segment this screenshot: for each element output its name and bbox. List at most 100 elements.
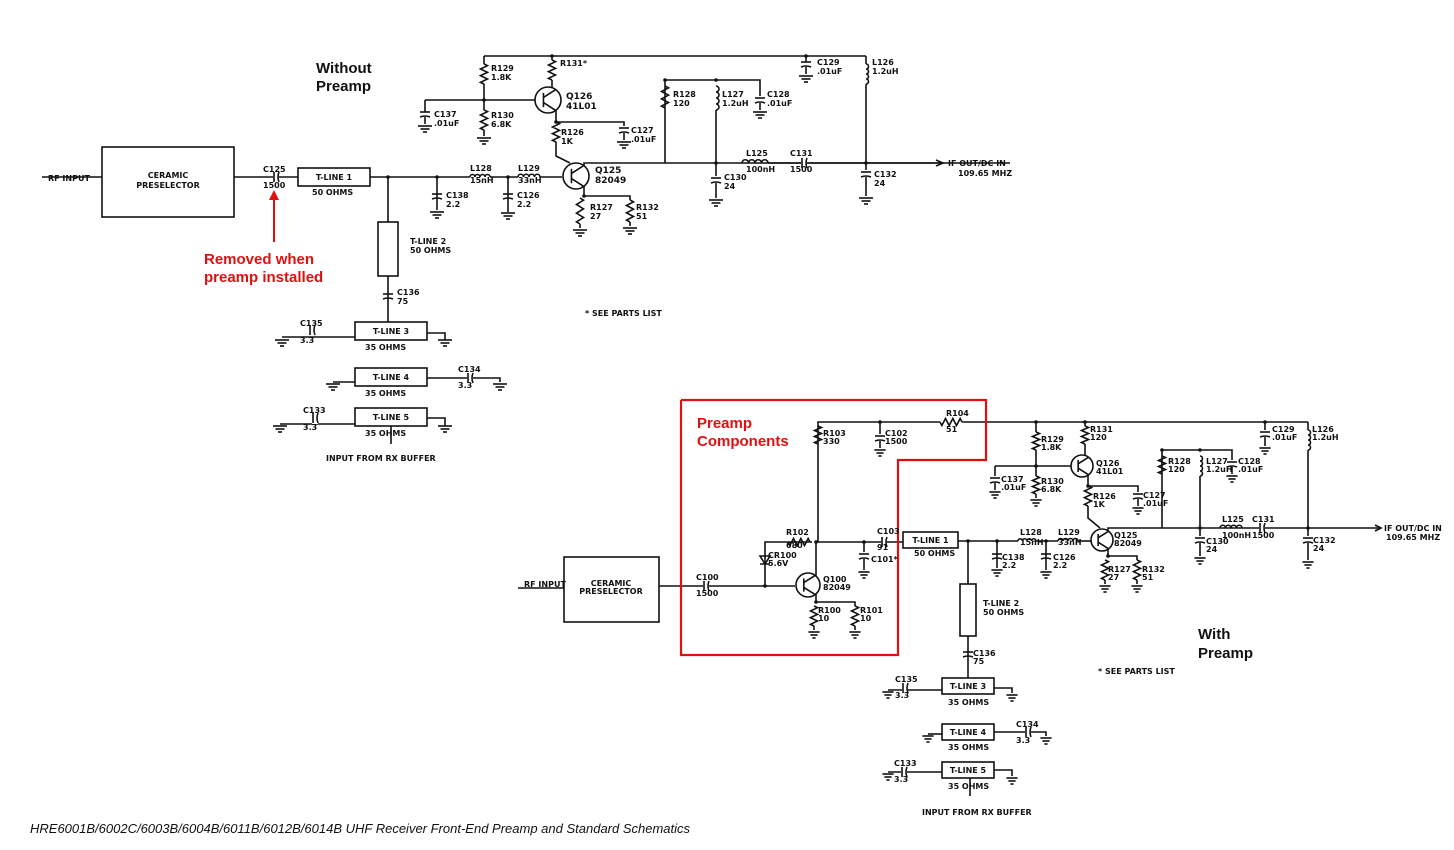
bottom-r132-value: 51 — [1142, 573, 1154, 582]
top-c135-capacitor — [309, 324, 316, 336]
top-l128-ref: L128 — [470, 164, 492, 173]
bottom-tline2 — [959, 583, 977, 637]
ground-symbol — [477, 137, 491, 145]
wire — [427, 417, 446, 426]
bottom-r127-ref: R127 — [1108, 565, 1131, 574]
ground-symbol — [326, 383, 340, 391]
bottom-r126-value: 1K — [1093, 500, 1106, 509]
top-input-rx-buffer: INPUT FROM RX BUFFER — [326, 454, 436, 463]
junction-dot — [1198, 448, 1202, 452]
top-tline3-ohms: 35 OHMS — [365, 343, 406, 352]
removed-when-preamp-label-2: preamp installed — [204, 269, 323, 286]
bottom-if-out-label: IF OUT/DC IN — [1384, 524, 1442, 533]
bottom-r126-ref: R126 — [1093, 492, 1116, 501]
bottom-c127-value: .01uF — [1143, 499, 1168, 508]
bottom-c102-ref: C102 — [885, 429, 908, 438]
ground-symbol — [799, 75, 813, 83]
top-tline1-label: T-LINE 1 — [316, 173, 353, 182]
top-tline5 — [354, 407, 428, 427]
bottom-c135-value: 3.3 — [895, 691, 909, 700]
bottom-c134-capacitor — [1025, 726, 1032, 738]
ground-symbol — [882, 773, 894, 781]
top-c130-value: 24 — [724, 182, 736, 191]
bottom-c129-capacitor — [1259, 431, 1271, 438]
top-c128-capacitor — [754, 97, 766, 104]
bottom-r128-value: 120 — [1168, 465, 1185, 474]
top-c134-value: 3.3 — [458, 381, 472, 390]
bottom-r126-resistor — [1082, 485, 1094, 507]
bottom-r127-value: 27 — [1108, 573, 1119, 582]
top-l127-inductor — [715, 85, 720, 111]
top-tline1-ohms: 50 OHMS — [312, 188, 353, 197]
bottom-r101-ref: R101 — [860, 606, 883, 615]
top-q125-transistor — [562, 162, 590, 190]
bottom-c137-value: .01uF — [1001, 483, 1026, 492]
ground-symbol — [1040, 571, 1052, 579]
bottom-r131-value: 120 — [1090, 433, 1107, 442]
top-if-out-label: IF OUT/DC IN — [948, 159, 1006, 168]
bottom-r129-resistor — [1030, 431, 1042, 451]
top-c128-value: .01uF — [767, 99, 792, 108]
ground-symbol — [418, 125, 432, 133]
ground-symbol — [1006, 694, 1018, 702]
bottom-q125-ref: Q125 — [1114, 531, 1138, 540]
wire — [764, 541, 812, 586]
bottom-c102-value: 1500 — [885, 437, 908, 446]
ground-symbol — [753, 111, 767, 119]
ground-symbol — [623, 227, 637, 235]
ground-symbol — [808, 631, 820, 639]
wire — [994, 687, 1013, 693]
top-tline1 — [297, 167, 371, 187]
top-c129-value: .01uF — [817, 67, 842, 76]
top-r130-resistor — [478, 109, 490, 131]
bottom-r101-value: 10 — [860, 614, 872, 623]
bottom-c132-ref: C132 — [1313, 536, 1336, 545]
bottom-l127-ref: L127 — [1206, 457, 1228, 466]
top-l125-inductor — [741, 159, 769, 164]
bottom-c126-ref: C126 — [1053, 553, 1076, 562]
bottom-c138-ref: C138 — [1002, 553, 1025, 562]
top-c137-capacitor — [419, 111, 431, 118]
top-c133-value: 3.3 — [303, 423, 317, 432]
removed-when-preamp-label-1: Removed when — [204, 251, 314, 268]
ground-symbol — [430, 211, 444, 219]
top-c136-ref: C136 — [397, 288, 420, 297]
bottom-r131-ref: R131 — [1090, 425, 1113, 434]
top-r127-ref: R127 — [590, 203, 613, 212]
top-if-out-freq: 109.65 MHZ — [958, 169, 1012, 178]
bottom-ceramic-preselector — [563, 556, 660, 623]
bottom-r129-value: 1.8K — [1041, 443, 1062, 452]
bottom-r102-ref: R102 — [786, 528, 809, 537]
bottom-c127-capacitor — [1132, 493, 1144, 500]
bottom-q125-transistor — [1090, 528, 1114, 552]
bottom-tline5 — [941, 761, 995, 779]
bottom-c127-ref: C127 — [1143, 491, 1166, 500]
top-ceramic-preselector — [101, 146, 235, 218]
top-tline5-label: T-LINE 5 — [373, 413, 410, 422]
bottom-c133-capacitor — [901, 766, 908, 778]
bottom-c102-capacitor — [874, 435, 886, 442]
ground-symbol — [989, 491, 1001, 499]
top-r127-resistor — [574, 197, 586, 225]
without-preamp-label-1: Without — [316, 60, 372, 77]
bottom-l127-value: 1.2uH — [1206, 465, 1233, 474]
bottom-r103-value: 330 — [823, 437, 840, 446]
top-c130-ref: C130 — [724, 173, 747, 182]
bottom-c132-value: 24 — [1313, 544, 1325, 553]
bottom-r104-ref: R104 — [946, 409, 969, 418]
top-c134-ref: C134 — [458, 365, 481, 374]
ground-symbol — [275, 339, 289, 347]
top-l128-value: 15nH — [470, 176, 494, 185]
bottom-c138-capacitor — [991, 553, 1003, 560]
top-r130-ref: R130 — [491, 111, 514, 120]
bottom-r102-resistor — [787, 536, 811, 548]
top-c135-ref: C135 — [300, 319, 323, 328]
bottom-c129-value: .01uF — [1272, 433, 1297, 442]
top-r126-ref: R126 — [561, 128, 584, 137]
bottom-r132-ref: R132 — [1142, 565, 1165, 574]
bottom-q126-transistor — [1070, 454, 1094, 478]
ground-symbol — [849, 631, 861, 639]
bottom-c100-value: 1500 — [696, 589, 719, 598]
top-r126-value: 1K — [561, 137, 574, 146]
top-r128-resistor — [659, 85, 671, 109]
